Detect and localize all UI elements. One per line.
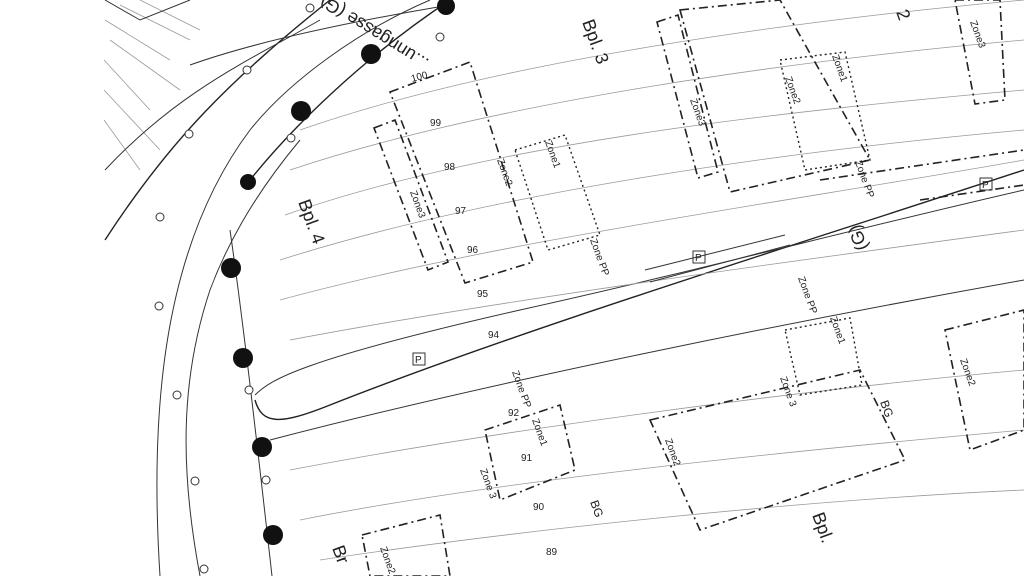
zone-label: Zone2 <box>377 545 397 576</box>
zone-label-bg: BG <box>877 398 896 419</box>
zone-label: Zone2 <box>662 437 682 468</box>
zone-label: Zone1 <box>542 139 562 170</box>
zone-label: Zone 3 <box>477 467 498 500</box>
survey-points <box>154 3 445 574</box>
svg-text:P: P <box>695 253 702 264</box>
zone-label: Zone2 <box>782 75 802 106</box>
zone-label: Zone1 <box>529 417 549 448</box>
svg-text:97: 97 <box>455 206 467 217</box>
trees <box>221 0 455 545</box>
svg-text:100: 100 <box>410 70 429 85</box>
building-zones <box>361 0 1024 576</box>
terrain-hatching <box>103 0 201 171</box>
svg-text:89: 89 <box>546 547 558 558</box>
svg-text:99: 99 <box>430 118 442 129</box>
zone-label: Zone PP <box>587 237 611 278</box>
plot-label-bottom: Br <box>328 543 353 567</box>
svg-text:90: 90 <box>533 502 545 513</box>
svg-text:P: P <box>982 180 989 191</box>
plot-label-bpl4: Bpl. 4 <box>294 197 329 247</box>
zone-label: Zone3 <box>407 189 427 220</box>
svg-text:91: 91 <box>521 453 533 464</box>
zone-label: Zone PP <box>852 159 876 200</box>
svg-text:95: 95 <box>477 289 489 300</box>
contour-lines <box>279 0 1024 561</box>
zone-label: Zone PP <box>509 369 533 410</box>
zone-label: Zone3 <box>967 19 987 50</box>
street-outline <box>104 0 1024 576</box>
parking-markers: P P P <box>412 177 993 366</box>
plot-label-2: 2 <box>892 7 914 23</box>
svg-text:94: 94 <box>488 330 500 341</box>
svg-text:96: 96 <box>467 245 479 256</box>
plot-label-bpl3: Bpl. 3 <box>578 17 613 67</box>
zone-label: Zone3 <box>687 97 707 128</box>
svg-text:98: 98 <box>444 162 456 173</box>
svg-text:92: 92 <box>508 408 520 419</box>
svg-text:P: P <box>415 355 422 366</box>
zone-label: Zone1 <box>827 315 847 346</box>
contour-labels: 100 99 98 97 96 95 94 92 91 90 89 <box>410 70 558 558</box>
plot-label-lower: Bpl. <box>808 510 837 546</box>
zone-label: Zone2 <box>494 157 514 188</box>
zone-label-bg: BG <box>587 498 606 519</box>
zone-label: Zone2 <box>957 357 977 388</box>
zone-label: Zone 3 <box>777 375 798 408</box>
zone-label: Zone PP <box>795 275 819 316</box>
